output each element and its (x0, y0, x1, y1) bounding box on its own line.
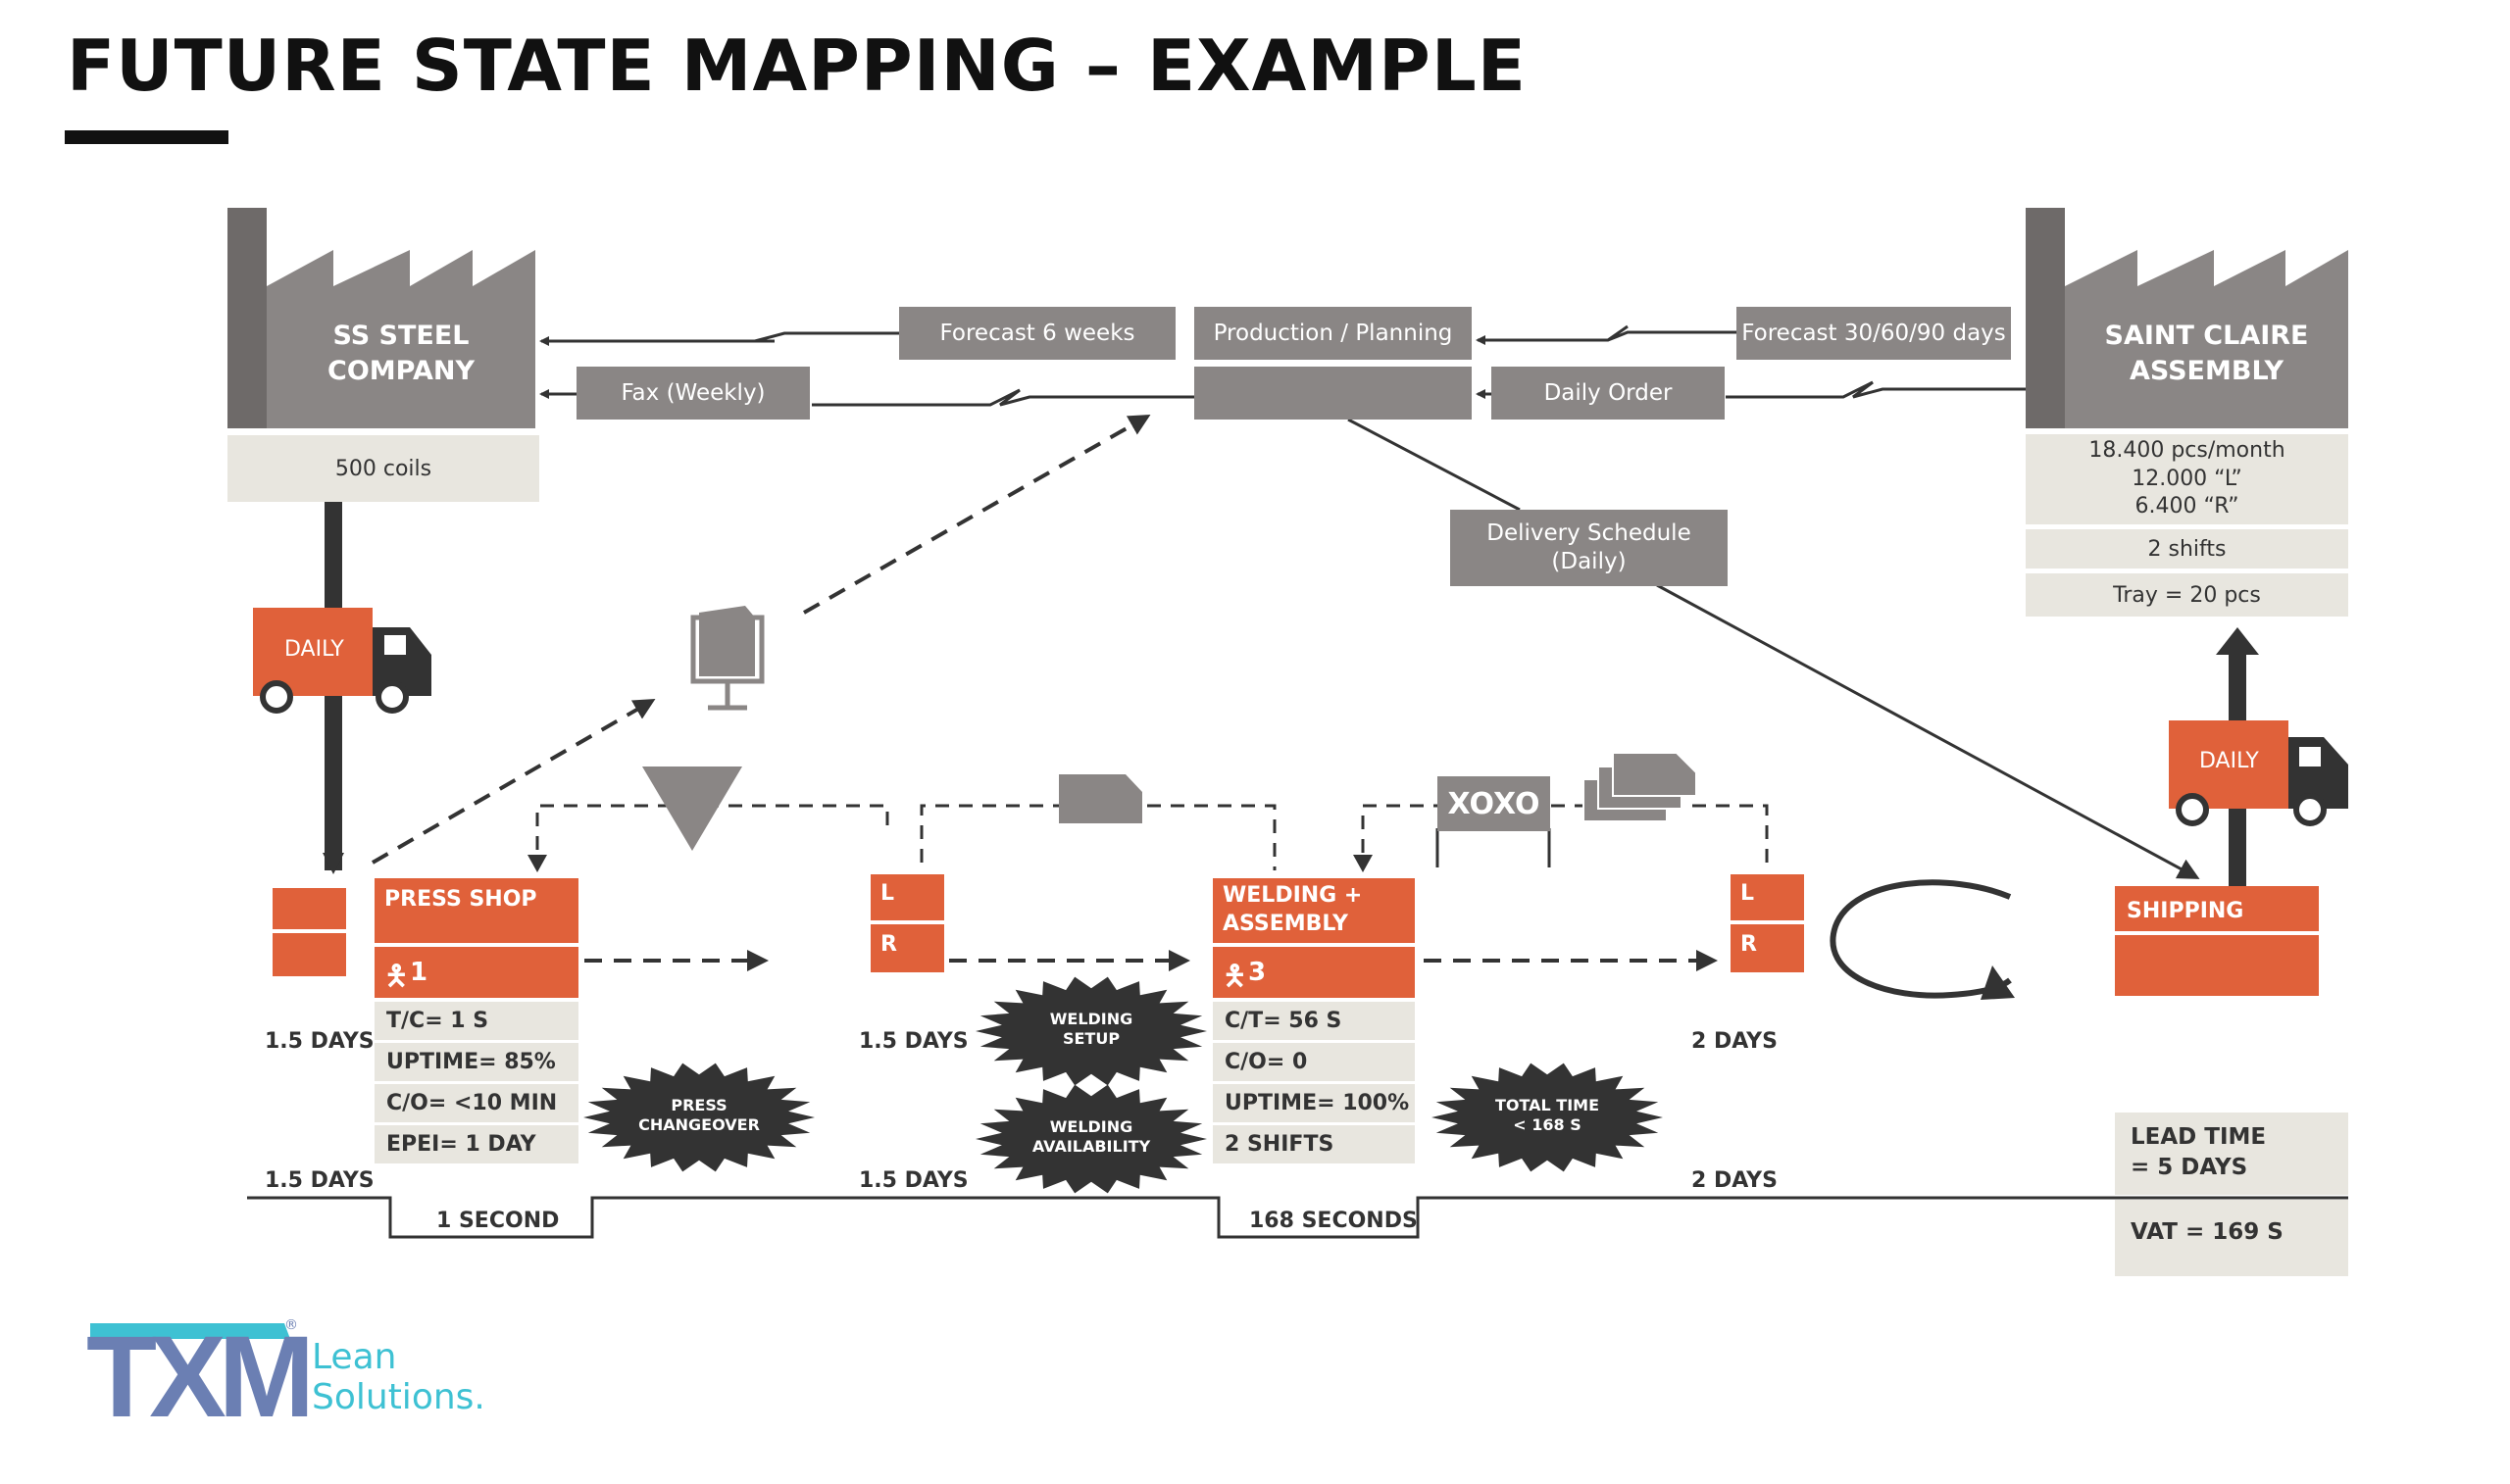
supplier-name: SS STEEL COMPANY (327, 321, 475, 387)
timeline-days: 2 DAYS (1691, 1168, 1778, 1193)
title-underline (65, 130, 228, 144)
page-title: FUTURE STATE MAPPING – EXAMPLE (67, 25, 1527, 107)
operator-icon: 🯅 (384, 960, 409, 992)
logo-registered: ® (284, 1317, 298, 1333)
customer-shifts: 2 shifts (2026, 529, 2348, 569)
manual-info-dashed (371, 698, 656, 865)
press-shop-name: PRESS SHOP (384, 887, 537, 912)
kaizen-burst-welding-availability (976, 1084, 1207, 1194)
computer-terminal-icon (690, 606, 765, 711)
press-shop-header: PRESS SHOP (375, 878, 578, 943)
production-planning-system (1194, 367, 1472, 420)
lr-supermarket-2: L R (1731, 874, 1804, 972)
kaizen-label: WELDING SETUP (1049, 1010, 1133, 1048)
press-data-row: UPTIME= 85% (375, 1043, 578, 1081)
shipping-name: SHIPPING (2127, 899, 2244, 923)
inventory-triangle-icon (642, 767, 742, 851)
production-kanban-stack-icon (1582, 752, 1697, 822)
kanban-post-box: XOXO (1437, 776, 1550, 831)
inventory-days: 1.5 DAYS (859, 1029, 969, 1054)
customer-name: SAINT CLAIRE ASSEMBLY (2104, 321, 2309, 387)
inventory-days: 2 DAYS (1691, 1029, 1778, 1054)
inbound-truck-label: DAILY (284, 637, 344, 662)
press-data-row: EPEI= 1 DAY (375, 1125, 578, 1163)
kaizen-label: PRESS CHANGEOVER (638, 1096, 760, 1134)
supplier-inventory: 500 coils (227, 435, 539, 502)
supermarket-l-label: L (1740, 881, 1755, 906)
press-shop-operators: 🯅 1 (375, 947, 578, 998)
outbound-truck-label: DAILY (2199, 749, 2259, 773)
supermarket-r-label: R (880, 932, 897, 957)
forecast-6-weeks-box: Forecast 6 weeks (899, 307, 1176, 360)
kaizen-burst-welding-setup (976, 976, 1207, 1086)
supermarket-r-label: R (1740, 932, 1757, 957)
vat-box: VAT = 169 S (2115, 1200, 2348, 1276)
welding-data-row: 2 SHIFTS (1213, 1125, 1415, 1163)
timeline-days: 1.5 DAYS (265, 1168, 375, 1193)
fax-weekly-box: Fax (Weekly) (577, 367, 810, 420)
welding-data-row: C/O= 0 (1213, 1043, 1415, 1081)
press-shop-operator-count: 1 (410, 958, 428, 987)
pull-arrow-icon (1830, 879, 2012, 999)
lr-supermarket-1: L R (871, 874, 944, 972)
production-planning-box: Production / Planning (1194, 307, 1472, 360)
timeline-seconds: 168 SECONDS (1249, 1209, 1418, 1233)
delivery-schedule-box: Delivery Schedule (Daily) (1450, 510, 1728, 586)
forecast-30-line (1476, 324, 1736, 345)
inbound-supermarket (273, 888, 346, 976)
txm-logo-icon: TXM (86, 1312, 316, 1442)
welding-operators: 🯅 3 (1213, 947, 1415, 998)
outbound-truck-icon (2169, 720, 2348, 826)
inbound-truck-icon (253, 608, 431, 714)
welding-data-row: UPTIME= 100% (1213, 1084, 1415, 1122)
timeline-seconds: 1 SECOND (436, 1209, 560, 1233)
press-data-row: C/O= <10 MIN (375, 1084, 578, 1122)
forecast-6-weeks-line (539, 331, 899, 346)
daily-order-line (1726, 380, 2026, 399)
timeline (247, 1196, 2348, 1239)
supplier-factory-icon (227, 208, 535, 428)
welding-assembly-name: WELDING + ASSEMBLY (1223, 883, 1363, 936)
logo-text: Lean Solutions. (312, 1337, 485, 1418)
welding-assembly-header: WELDING + ASSEMBLY (1213, 878, 1415, 943)
customer-factory-icon (2026, 208, 2348, 428)
forecast-30-60-90-box: Forecast 30/60/90 days (1736, 307, 2011, 360)
press-data-row: T/C= 1 S (375, 1002, 578, 1040)
lead-time-box: LEAD TIME = 5 DAYS (2115, 1113, 2348, 1195)
withdrawal-loop-2 (920, 804, 1277, 870)
customer-demand: 18.400 pcs/month 12.000 “L” 6.400 “R” (2026, 434, 2348, 524)
delivery-schedule-line (1347, 418, 1521, 512)
kaizen-burst-press (583, 1063, 815, 1172)
fax-line (812, 388, 1194, 407)
svg-text:TXM: TXM (86, 1312, 308, 1442)
kaizen-burst-total-time (1431, 1063, 1663, 1172)
withdrawal-loop-3 (1361, 804, 1769, 863)
daily-order-box: Daily Order (1491, 367, 1725, 420)
timeline-days: 1.5 DAYS (859, 1168, 969, 1193)
customer-tray: Tray = 20 pcs (2026, 573, 2348, 617)
shipping-box: SHIPPING (2115, 886, 2319, 996)
kaizen-label: WELDING AVAILABILITY (1031, 1117, 1151, 1156)
withdrawal-kanban-icon (1059, 774, 1142, 823)
welding-data-row: C/T= 56 S (1213, 1002, 1415, 1040)
inventory-days: 1.5 DAYS (265, 1029, 375, 1054)
kaizen-label: TOTAL TIME < 168 S (1494, 1096, 1600, 1134)
welding-operator-count: 3 (1248, 958, 1267, 987)
supermarket-l-label: L (880, 881, 895, 906)
operator-icon: 🯅 (1223, 960, 1247, 992)
